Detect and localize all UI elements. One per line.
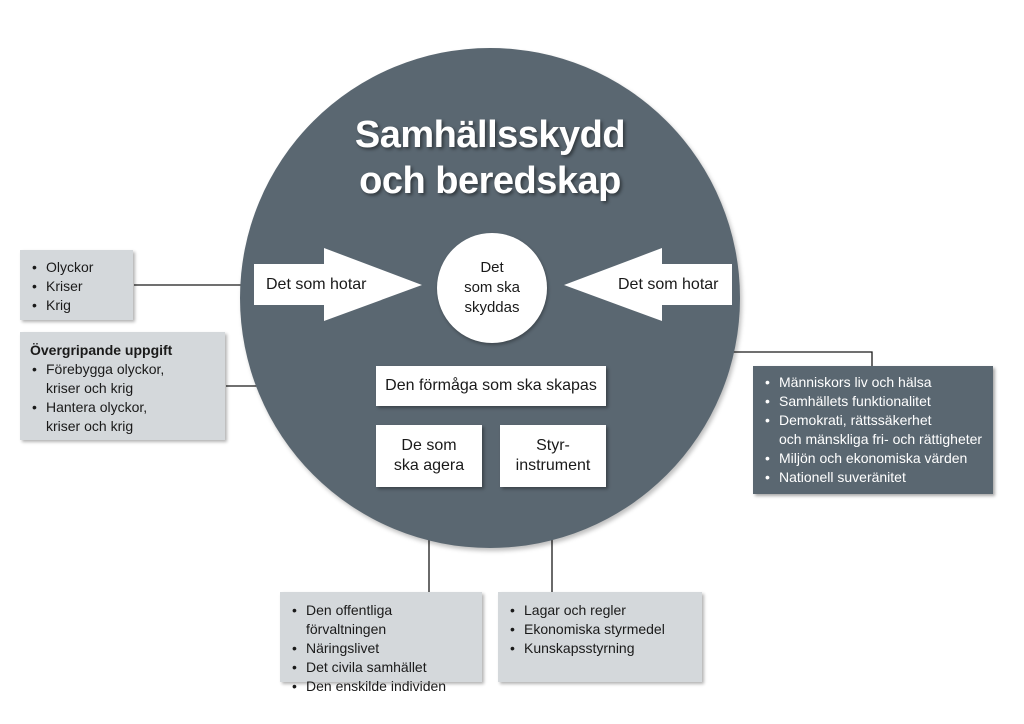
list-item: Krig [30,296,125,315]
threat-arrow-left-label: Det som hotar [266,276,367,293]
actors-line-2: ska agera [393,457,465,474]
list-item: Demokrati, rättssäkerhet och mänskliga f… [763,411,985,449]
instruments-line-2: instrument [515,457,591,474]
list-item: Olyckor [30,258,125,277]
list-item-line: kriser och krig [46,418,134,434]
list-item-line: och mänskliga fri- och rättigheter [779,431,983,447]
list-item-line: Förebygga olyckor, [46,361,165,377]
list-item: Lagar och regler [508,601,694,620]
list-item: Förebygga olyckor, kriser och krig [30,360,217,398]
protect-list: Människors liv och hälsa Samhällets funk… [763,373,985,487]
list-item: Kriser [30,277,125,296]
list-item-line: kriser och krig [46,380,134,396]
list-item: Den offentliga förvaltningen [290,601,474,639]
threats-list-box: Olyckor Kriser Krig [20,250,133,320]
protected-circle: Det som ska skyddas [437,233,547,343]
list-item-line: Hantera olyckor, [46,399,148,415]
capability-box: Den förmåga som ska skapas [376,366,606,406]
list-item: Samhällets funktionalitet [763,392,985,411]
list-item: Det civila samhället [290,658,474,677]
title-line-1: Samhällsskydd [354,114,626,156]
list-item: Människors liv och hälsa [763,373,985,392]
list-item-line: Demokrati, rättssäkerhet [779,412,932,428]
threat-arrow-right-label: Det som hotar [618,276,719,293]
instruments-line-1: Styr- [536,437,570,454]
threat-arrow-right [564,248,732,321]
list-item: Nationell suveränitet [763,468,985,487]
list-item: Näringslivet [290,639,474,658]
list-item: Miljön och ekonomiska värden [763,449,985,468]
instruments-list: Lagar och regler Ekonomiska styrmedel Ku… [508,601,694,658]
list-item: Ekonomiska styrmedel [508,620,694,639]
threats-list: Olyckor Kriser Krig [30,258,125,315]
instruments-list-box: Lagar och regler Ekonomiska styrmedel Ku… [498,592,702,682]
protected-line-1: Det [480,259,504,276]
task-list-box: Övergripande uppgift Förebygga olyckor, … [20,332,225,440]
instruments-box: Styr- instrument [500,425,606,487]
protected-line-3: skyddas [464,299,520,316]
actors-line-1: De som [401,437,457,454]
actors-box: De som ska agera [376,425,482,487]
protect-list-box: Människors liv och hälsa Samhällets funk… [753,366,993,494]
actors-list-box: Den offentliga förvaltningen Näringslive… [280,592,482,696]
task-list: Förebygga olyckor, kriser och krig Hante… [30,360,217,436]
actors-list: Den offentliga förvaltningen Näringslive… [290,601,474,696]
list-item: Hantera olyckor, kriser och krig [30,398,217,436]
diagram-title: Samhällsskydd och beredskap [300,112,680,204]
task-list-heading: Övergripande uppgift [30,342,173,358]
protected-line-2: som ska [464,279,520,296]
list-item: Den enskilde individen [290,677,474,696]
list-item: Kunskapsstyrning [508,639,694,658]
capability-label: Den förmåga som ska skapas [385,377,597,394]
title-line-2: och beredskap [359,160,621,202]
threat-arrow-left [254,248,422,321]
